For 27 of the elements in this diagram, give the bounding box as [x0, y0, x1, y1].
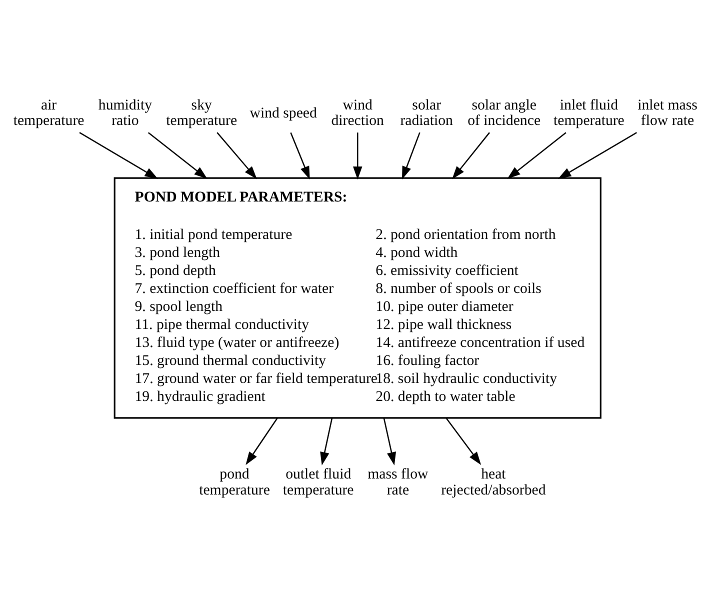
node-text: humidity ratio — [98, 97, 152, 130]
arrow — [402, 132, 420, 180]
node-text: wind speed — [250, 105, 317, 122]
node-text: wind direction — [331, 97, 384, 130]
node-text: air temperature — [13, 97, 84, 130]
arrow — [320, 418, 333, 466]
node-text: heat rejected/absorbed — [441, 466, 546, 499]
arrow — [353, 132, 362, 180]
arrow — [290, 132, 310, 180]
arrow — [148, 132, 208, 179]
arrow — [452, 132, 490, 180]
arrow — [558, 132, 637, 179]
node-text: sky temperature — [166, 97, 238, 130]
node-box: POND MODEL PARAMETERS: 1. initial pond temperature 2. pond orientation from north 3. pond length 4. pond width 5. pond depth 6. emissivity coefficient 7. extinction coefficient for water 8. number of spools or coils 9. spool length 10. pipe outer diameter 11. pipe thermal conductivity 12. pipe wall thickness 13. fluid type (water or antifreeze) 14. antifreeze concentration if used 15. ground thermal conductivity 16. fouling factor 17. ground water or far field temperature18. soil hydraulic conductivity 19. hydraulic gradient 20. depth to water table — [114, 177, 602, 419]
arrow — [446, 418, 482, 465]
node-text: pond temperature — [199, 466, 270, 499]
node-text: inlet mass flow rate — [638, 97, 698, 130]
arrow — [216, 132, 257, 180]
node-text: solar radiation — [400, 97, 453, 130]
node-text: inlet fluid temperature — [554, 97, 624, 130]
arrow — [383, 418, 396, 466]
arrow — [507, 132, 566, 179]
arrow — [246, 418, 278, 466]
node-text: solar angle of incidence — [468, 97, 541, 130]
node-text: outlet fluid temperature — [282, 466, 354, 499]
node-text: mass flow rate — [368, 466, 428, 499]
arrow — [79, 132, 158, 179]
